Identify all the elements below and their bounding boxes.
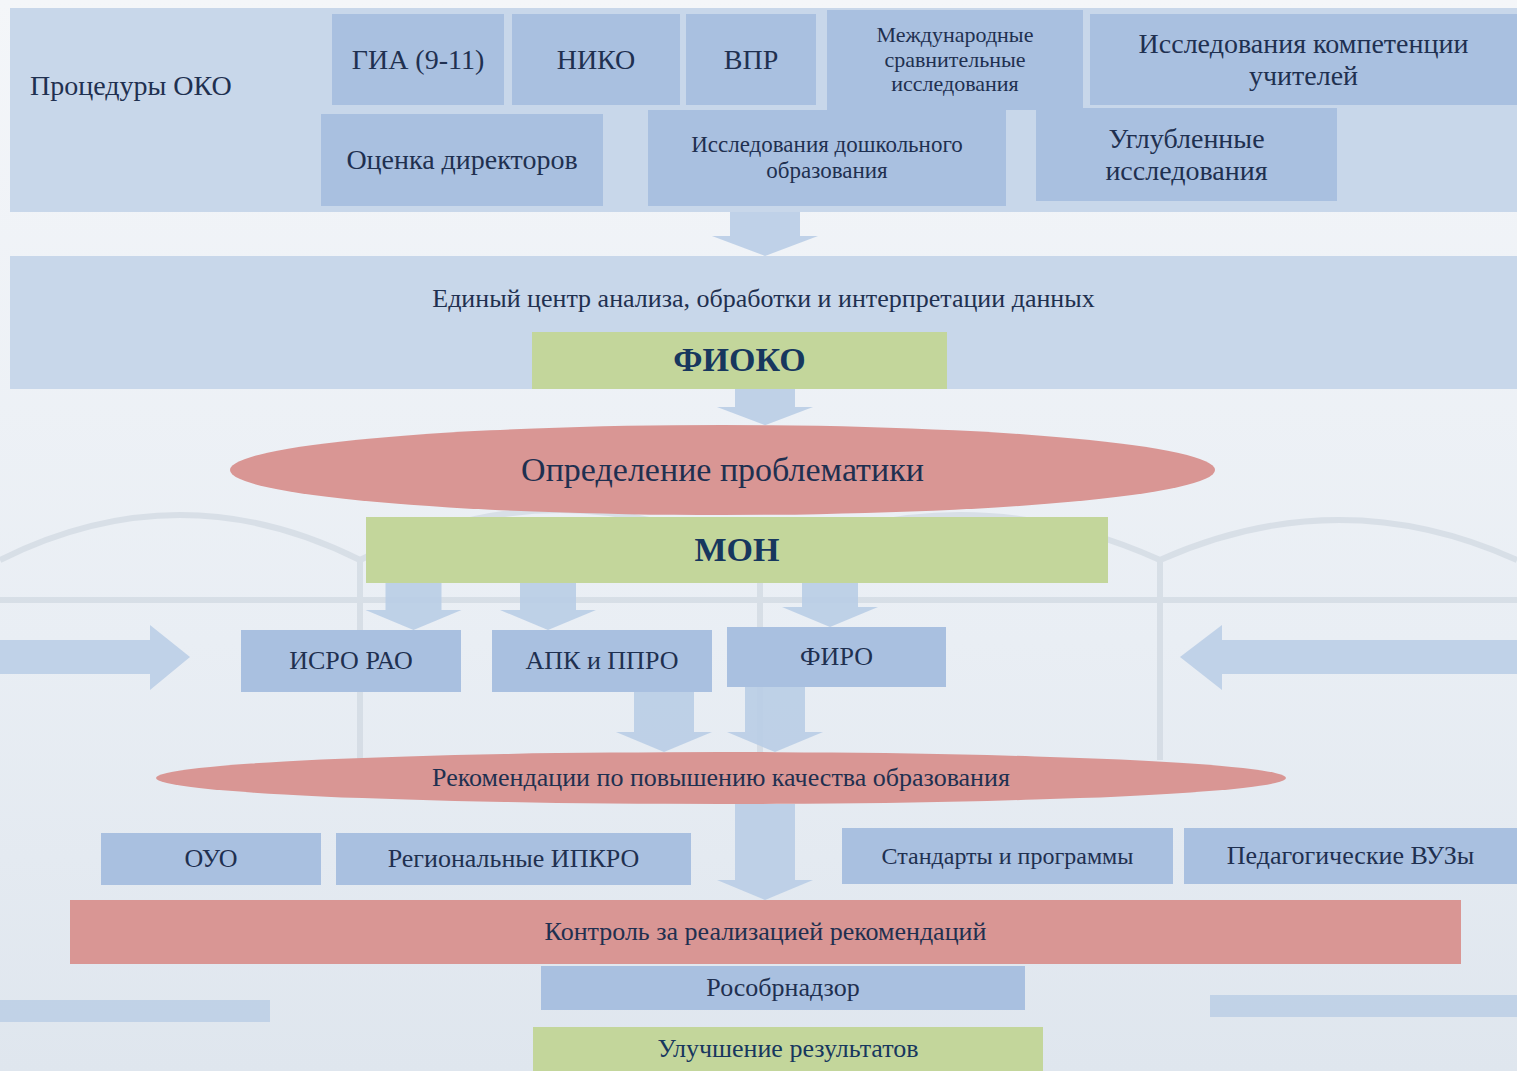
agency-box: Рособрнадзор	[541, 966, 1025, 1010]
procedures-band: Процедуры ОКО ГИА (9-11) НИКО ВПР Международ…	[10, 8, 1517, 212]
band-label-holder: Процедуры ОКО	[30, 70, 260, 101]
stage-ellipse: Рекомендации по повышению качества образ…	[156, 752, 1286, 804]
block-arrow	[616, 692, 712, 752]
side-bar	[0, 1000, 270, 1022]
control-bar: Контроль за реализацией рекомендаций	[70, 900, 1461, 964]
node-label: ВПР	[724, 44, 778, 75]
bridge-arch	[0, 515, 360, 560]
block-arrow	[712, 212, 818, 256]
bridge-arch	[1160, 520, 1517, 560]
node-label: Улучшение результатов	[657, 1034, 918, 1063]
stage-ellipse: Определение проблематики	[230, 425, 1215, 515]
node-label: МОН	[695, 531, 780, 569]
band-label-holder: Единый центр анализа, обработки и интерп…	[10, 284, 1517, 313]
institute-box: ИСРО РАО	[241, 630, 461, 692]
node-label: Международные сравнительные исследования	[833, 23, 1077, 97]
node-label: ИСРО РАО	[289, 646, 413, 675]
node-label: Педагогические ВУЗы	[1227, 841, 1475, 870]
procedure-box: Углубленные исследования	[1036, 108, 1337, 201]
node-label: Процедуры ОКО	[30, 70, 232, 101]
node-label: ФИРО	[800, 642, 873, 671]
node-label: Исследования дошкольного образования	[654, 132, 1000, 184]
data-center-band: Единый центр анализа, обработки и интерп…	[10, 256, 1517, 389]
institute-box: АПК и ППРО	[492, 630, 712, 692]
recipient-box: ОУО	[101, 833, 321, 885]
bridge-watermark	[0, 510, 1517, 760]
procedure-box: Международные сравнительные исследования	[827, 10, 1083, 110]
agency-box: ФИОКО	[532, 332, 947, 389]
side-bar	[1210, 995, 1517, 1017]
side-arrow	[1180, 625, 1517, 690]
recipient-box: Педагогические ВУЗы	[1184, 828, 1517, 884]
node-label: НИКО	[557, 44, 636, 75]
node-label: Единый центр анализа, обработки и интерп…	[432, 284, 1094, 313]
procedure-box: ВПР	[686, 14, 816, 105]
result-box: Улучшение результатов	[533, 1027, 1043, 1071]
recipient-box: Региональные ИПКРО	[336, 833, 691, 885]
recipient-box: Стандарты и программы	[842, 828, 1173, 884]
node-label: Определение проблематики	[521, 451, 924, 489]
block-arrow	[727, 687, 823, 752]
node-label: Контроль за реализацией рекомендаций	[545, 917, 987, 946]
node-label: Исследования компетенции учителей	[1096, 28, 1511, 91]
node-label: ФИОКО	[673, 341, 805, 379]
agency-box: МОН	[366, 517, 1108, 583]
node-label: Углубленные исследования	[1042, 123, 1331, 186]
procedure-box: Оценка директоров	[321, 114, 603, 206]
institute-box: ФИРО	[727, 627, 946, 687]
node-label: Рособрнадзор	[706, 973, 859, 1002]
node-label: Рекомендации по повышению качества образ…	[432, 763, 1010, 792]
node-label: Стандарты и программы	[882, 843, 1134, 870]
bridge-pier	[360, 560, 1160, 760]
procedure-box: Исследования компетенции учителей	[1090, 14, 1517, 105]
node-label: Региональные ИПКРО	[388, 844, 640, 873]
side-arrow	[0, 625, 190, 690]
procedure-box: НИКО	[512, 14, 680, 105]
procedure-box: Исследования дошкольного образования	[648, 110, 1006, 206]
block-arrow	[366, 583, 462, 630]
block-arrow	[717, 389, 813, 425]
ellipse-shape	[156, 752, 1286, 804]
block-arrow	[500, 583, 596, 630]
ellipse-shape	[230, 425, 1215, 515]
node-label: АПК и ППРО	[526, 646, 679, 675]
procedure-box: ГИА (9-11)	[332, 14, 504, 105]
node-label: ГИА (9-11)	[352, 44, 485, 75]
node-label: ОУО	[184, 844, 237, 873]
node-label: Оценка директоров	[346, 144, 577, 175]
block-arrow	[782, 583, 878, 627]
block-arrow	[717, 804, 813, 900]
